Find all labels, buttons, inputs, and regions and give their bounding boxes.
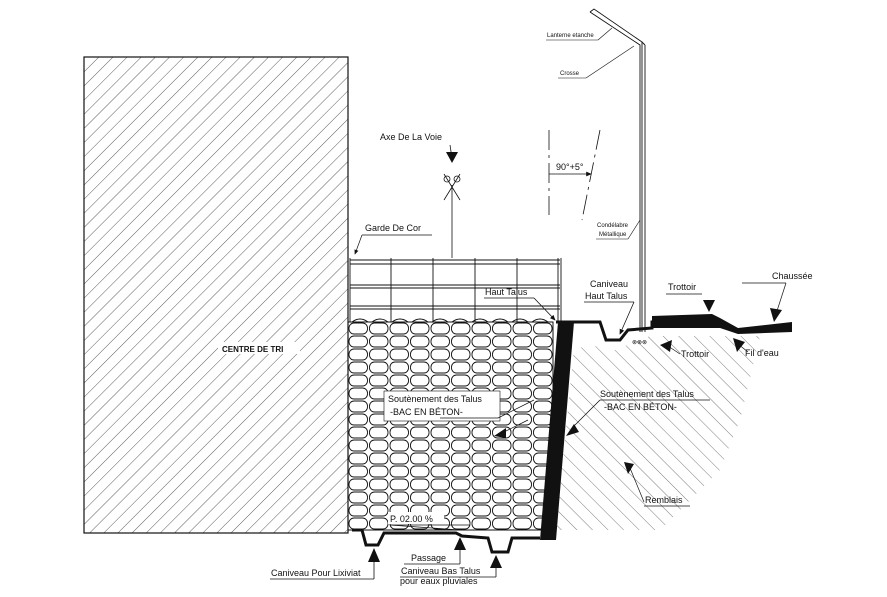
- bottom-channels: [352, 528, 540, 554]
- right-labels: Haut Talus Caniveau Haut Talus Trottoir …: [484, 271, 813, 507]
- soutenement-right-label-2: -BAC EN BÉTON-: [604, 402, 677, 412]
- soutenement-left-label-1: Soutènement des Talus: [388, 394, 482, 404]
- angle-label: 90°+5°: [556, 162, 584, 172]
- lamp-labels: Lanterne etanche Crosse Condélabre Métal…: [546, 27, 641, 240]
- angle-marker: 90°+5°: [548, 129, 601, 221]
- candelabre-label-2: Métallique: [599, 232, 627, 238]
- caniveau-lixiviat-label: Caniveau Pour Lixiviat: [271, 568, 361, 578]
- caniveau-haut-label-1: Caniveau: [590, 279, 628, 289]
- passage-label: Passage: [411, 553, 446, 563]
- chaussee-label: Chaussée: [772, 271, 813, 281]
- small-icon-text: ⊗⊗⊗: [632, 340, 647, 346]
- centre-de-tri-label: CENTRE DE TRI: [222, 345, 283, 354]
- soutenement-right-label-1: Soutènement des Talus: [600, 389, 694, 399]
- candelabre-label-1: Condélabre: [597, 223, 629, 229]
- pente-label: P. 02.00 %: [390, 514, 433, 524]
- embankment-fill: [556, 336, 760, 530]
- soutenement-left-label-2: -BAC EN BÉTON-: [390, 407, 463, 417]
- caniveau-haut-label-2: Haut Talus: [585, 291, 628, 301]
- trottoir-top-label: Trottoir: [668, 282, 696, 292]
- ground-profile: ⊗⊗⊗: [556, 314, 792, 346]
- crosse-label: Crosse: [560, 71, 580, 77]
- remblais-label: Remblais: [645, 495, 683, 505]
- caniveau-bas-label-2: pour eaux pluviales: [400, 576, 478, 586]
- guardrail: [349, 258, 562, 322]
- axe-label: Axe De La Voie: [380, 132, 442, 142]
- inner-labels: Soutènement des Talus -BAC EN BÉTON- P. …: [383, 390, 535, 531]
- fil-eau-label: Fil d'eau: [745, 348, 779, 358]
- building-centre-de-tri: CENTRE DE TRI: [83, 56, 349, 534]
- trottoir-bottom-label: Trottoir: [681, 349, 709, 359]
- lanterne-label: Lanterne etanche: [547, 33, 594, 39]
- road-axis-marker: Axe De La Voie: [380, 132, 461, 258]
- gabion-retaining-wall: [347, 318, 554, 531]
- caniveau-bas-label-1: Caniveau Bas Talus: [401, 566, 481, 576]
- garde-label-group: Garde De Cor: [354, 223, 432, 255]
- concrete-wall: [540, 322, 574, 540]
- bottom-labels: Caniveau Pour Lixiviat Passage Caniveau …: [270, 537, 502, 586]
- haut-talus-label: Haut Talus: [485, 287, 528, 297]
- garde-label: Garde De Cor: [365, 223, 421, 233]
- lamp-post: [589, 8, 646, 332]
